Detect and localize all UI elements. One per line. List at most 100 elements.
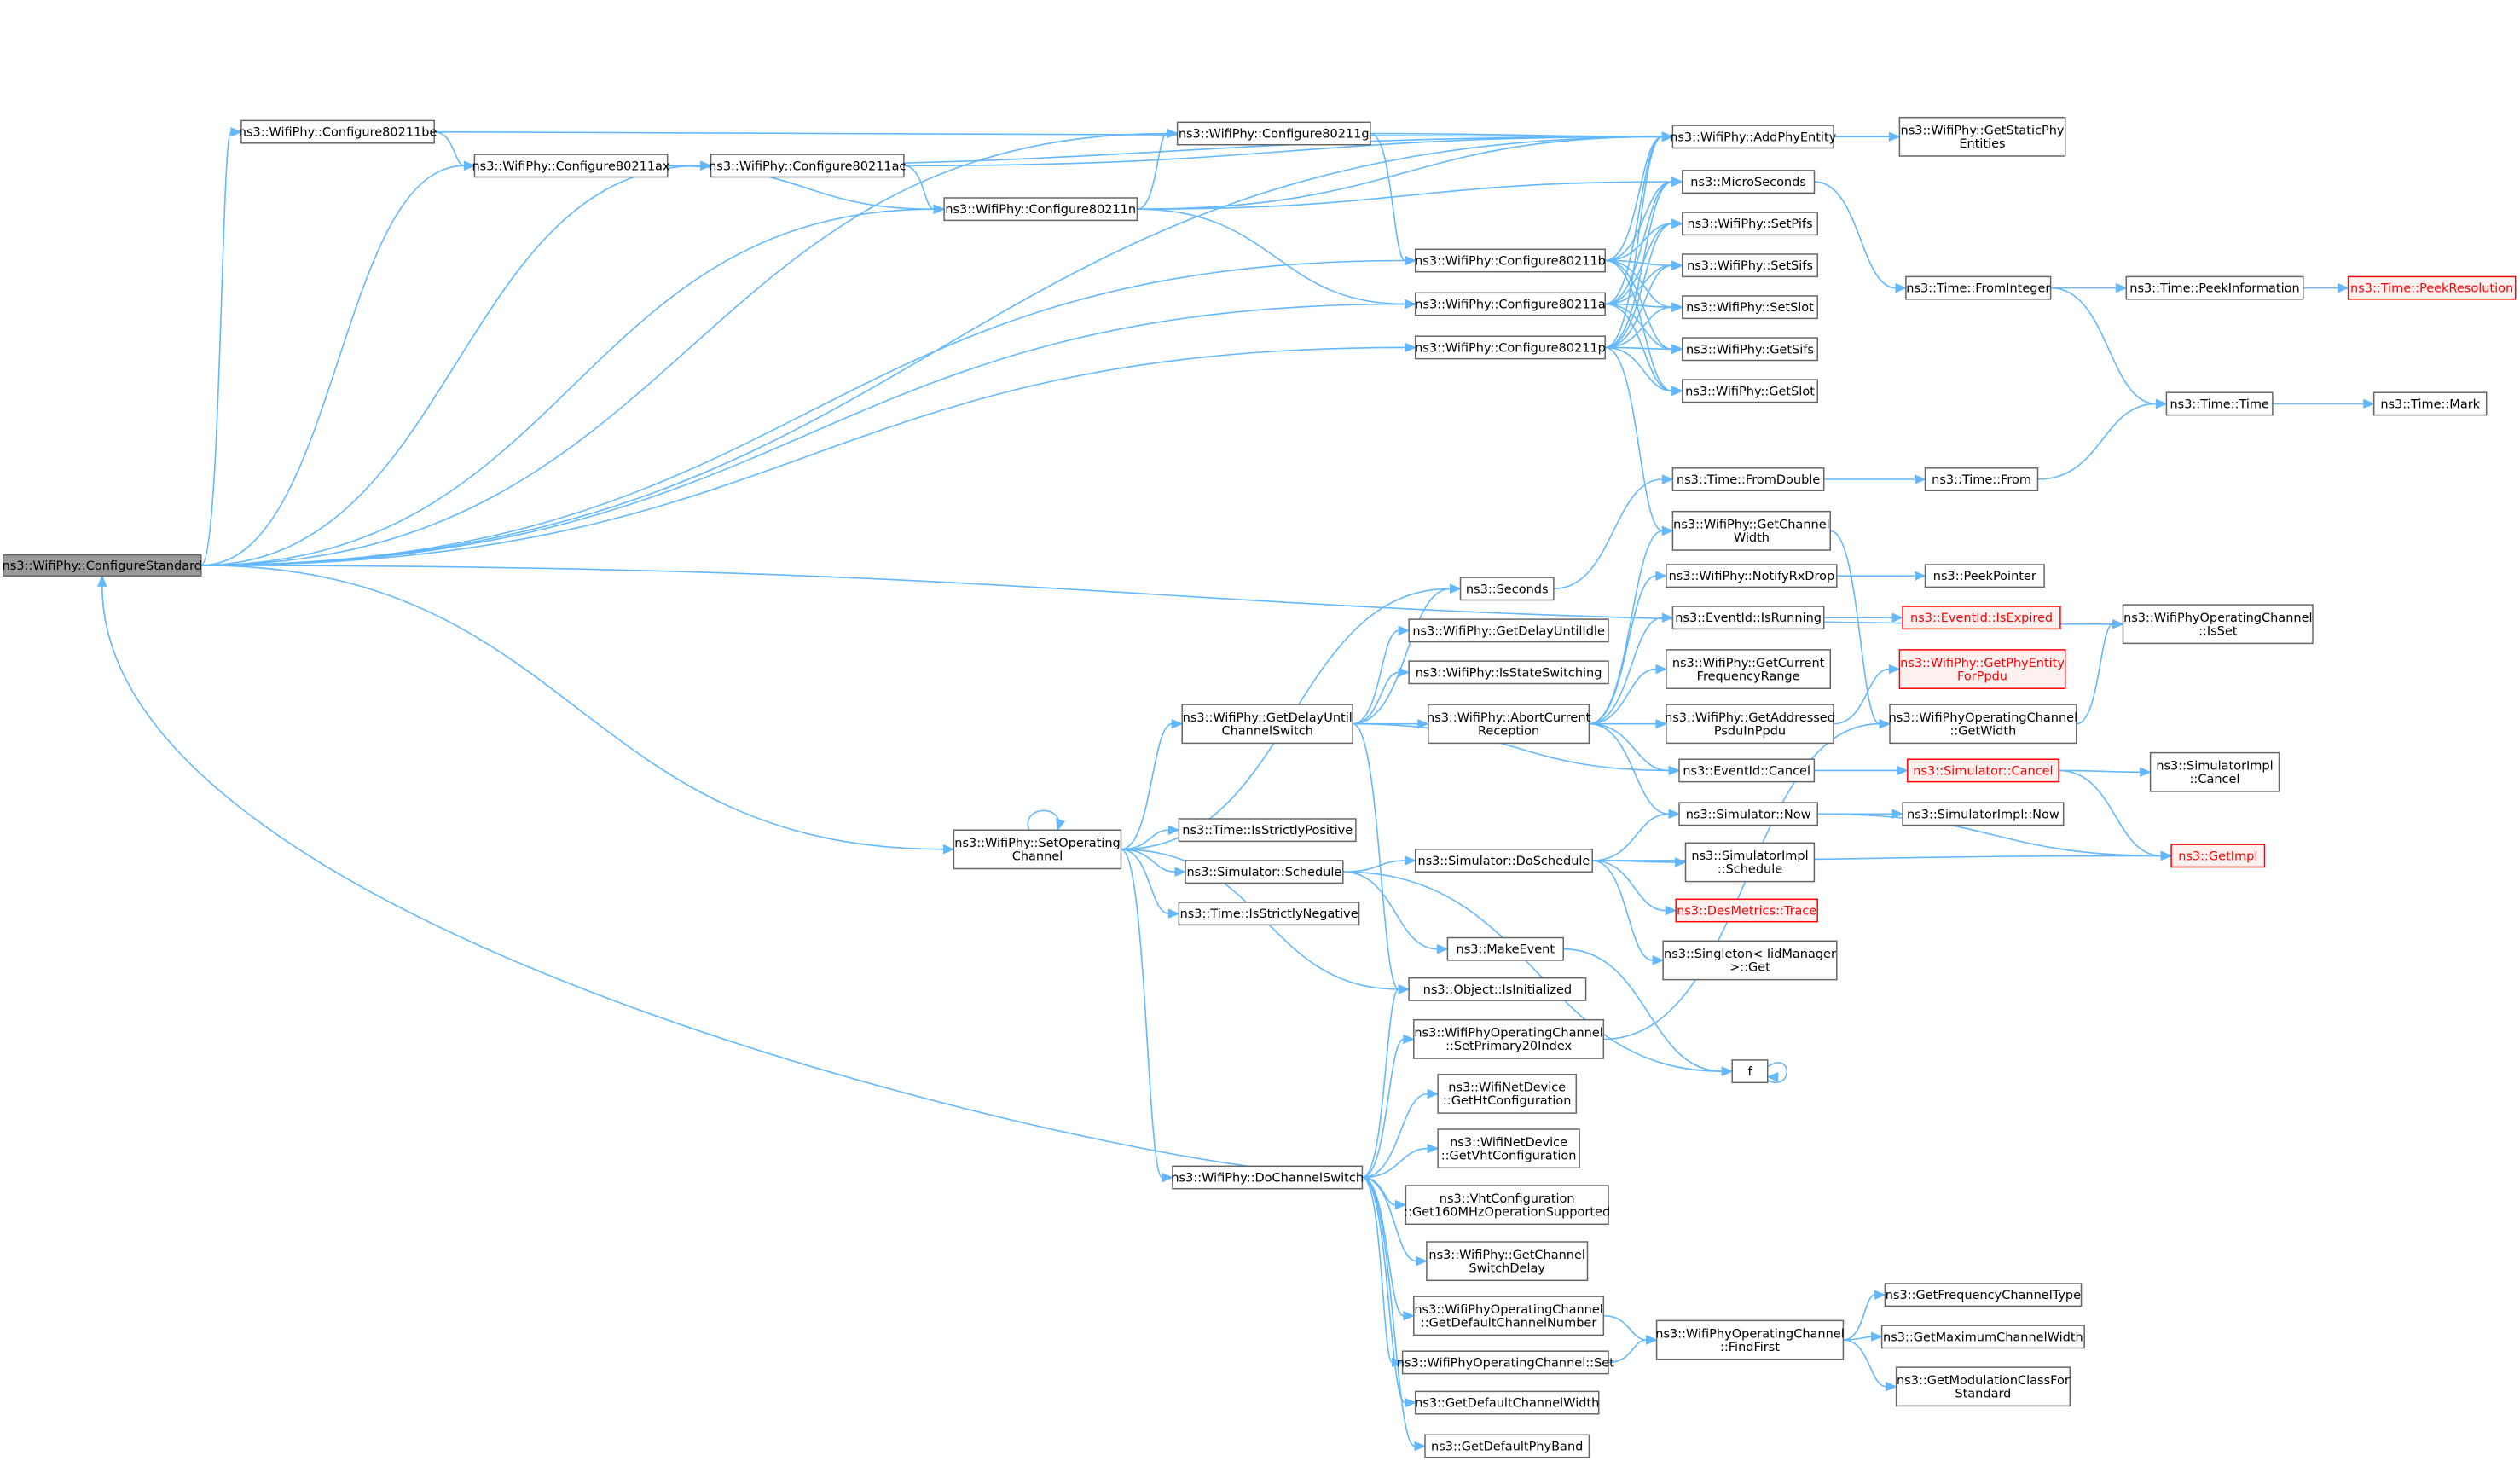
node-configure80211g[interactable]: ns3::WifiPhy::Configure80211g	[1176, 121, 1371, 146]
node-setpifs[interactable]: ns3::WifiPhy::SetPifs	[1682, 212, 1818, 236]
edge-configure80211p-to-getchannelwidth	[1605, 346, 1674, 536]
node-opchset[interactable]: ns3::WifiPhyOperatingChannel::Set	[1397, 1350, 1614, 1375]
node-timemark[interactable]: ns3::Time::Mark	[2372, 391, 2488, 416]
node-singletonget[interactable]: ns3::Singleton< IidManager>::Get	[1662, 940, 1838, 981]
node-box	[1414, 335, 1606, 360]
node-isinitialized[interactable]: ns3::Object::IsInitialized	[1408, 977, 1587, 1001]
node-getvhtconfiguration[interactable]: ns3::WifiNetDevice::GetVhtConfiguration	[1437, 1128, 1580, 1169]
edge-configure80211p-to-addphyentity	[1605, 131, 1674, 349]
node-isset[interactable]: ns3::WifiPhyOperatingChannel::IsSet	[2122, 604, 2314, 645]
node-setsifs[interactable]: ns3::WifiPhy::SetSifs	[1682, 253, 1818, 278]
node-gethtconfiguration[interactable]: ns3::WifiNetDevice::GetHtConfiguration	[1437, 1074, 1578, 1114]
node-label: ns3::Singleton< IidManager	[1664, 948, 1836, 961]
node-isstrictlynegative[interactable]: ns3::Time::IsStrictlyNegative	[1178, 902, 1360, 926]
node-box	[1437, 1128, 1580, 1169]
node-setslot[interactable]: ns3::WifiPhy::SetSlot	[1682, 295, 1818, 320]
node-configure80211p[interactable]: ns3::WifiPhy::Configure80211p	[1414, 335, 1606, 360]
node-getdelayuntilidle[interactable]: ns3::WifiPhy::GetDelayUntilIdle	[1408, 618, 1609, 643]
edge-frominteger-to-timetime	[2050, 287, 2168, 409]
node-box	[710, 154, 905, 178]
node-notifyrxdrop[interactable]: ns3::WifiPhy::NotifyRxDrop	[1666, 564, 1838, 588]
edge-configure80211n-to-configure80211a	[1137, 208, 1416, 310]
node-peekinformation[interactable]: ns3::Time::PeekInformation	[2125, 275, 2304, 300]
node-f[interactable]: f	[1731, 1059, 1769, 1084]
edge-dochannelswitch-to-getvhtconfiguration	[1362, 1143, 1440, 1179]
node-getsifs[interactable]: ns3::WifiPhy::GetSifs	[1682, 337, 1818, 362]
node-frominteger[interactable]: ns3::Time::FromInteger	[1905, 275, 2052, 300]
edge-configurestandard-to-configure80211n	[200, 204, 946, 566]
node-fromdouble[interactable]: ns3::Time::FromDouble	[1671, 467, 1825, 491]
node-getfrequencychanneltype[interactable]: ns3::GetFrequencyChannelType	[1884, 1283, 2083, 1307]
node-getdefaultchannelwidth[interactable]: ns3::GetDefaultChannelWidth	[1414, 1390, 1600, 1415]
node-getimpl[interactable]: ns3::GetImpl	[2170, 844, 2266, 868]
node-box	[2125, 275, 2304, 300]
edge-abortcurrentreception-to-eventidcancel	[1589, 722, 1681, 776]
node-box	[2165, 391, 2274, 416]
node-configure80211ax[interactable]: ns3::WifiPhy::Configure80211ax	[472, 154, 670, 178]
node-label: ns3::SimulatorImpl::Now	[1907, 808, 2059, 821]
node-configure80211n[interactable]: ns3::WifiPhy::Configure80211n	[943, 197, 1138, 222]
node-addphyentity[interactable]: ns3::WifiPhy::AddPhyEntity	[1670, 125, 1837, 149]
node-getslot[interactable]: ns3::WifiPhy::GetSlot	[1682, 379, 1818, 403]
node-setprimary20index[interactable]: ns3::WifiPhyOperatingChannel::SetPrimary…	[1413, 1018, 1605, 1059]
node-label: ns3::WifiPhy::NotifyRxDrop	[1669, 570, 1835, 583]
node-getdefaultchannelnumber[interactable]: ns3::WifiPhyOperatingChannel::GetDefault…	[1413, 1296, 1605, 1336]
node-seconds[interactable]: ns3::Seconds	[1459, 577, 1555, 601]
node-getdefaultphyband[interactable]: ns3::GetDefaultPhyBand	[1424, 1434, 1590, 1458]
edge-getdelayuntilchannelswitch-to-getdelayuntilidle	[1352, 625, 1411, 725]
node-box	[1176, 121, 1371, 146]
node-box	[943, 197, 1138, 222]
node-label: ns3::WifiPhy::GetPhyEntity	[1900, 657, 2065, 670]
node-timefrom[interactable]: ns3::Time::From	[1924, 467, 2039, 491]
node-simulatorschedule[interactable]: ns3::Simulator::Schedule	[1185, 860, 1344, 884]
node-label: ::FindFirst	[1720, 1341, 1780, 1354]
node-simulatorcancel[interactable]: ns3::Simulator::Cancel	[1907, 758, 2059, 783]
node-microseconds[interactable]: ns3::MicroSeconds	[1682, 170, 1816, 194]
node-simulatornow[interactable]: ns3::Simulator::Now	[1678, 802, 1818, 826]
node-simulatorimplcancel[interactable]: ns3::SimulatorImpl::Cancel	[2149, 751, 2280, 792]
node-isstateswitching[interactable]: ns3::WifiPhy::IsStateSwitching	[1408, 660, 1609, 685]
node-isrunning[interactable]: ns3::EventId::IsRunning	[1671, 606, 1825, 630]
node-label: ns3::EventId::Cancel	[1683, 764, 1810, 778]
node-box	[473, 154, 669, 178]
node-peekpointer[interactable]: ns3::PeekPointer	[1924, 564, 2045, 588]
node-configure80211be[interactable]: ns3::WifiPhy::Configure80211be	[239, 119, 437, 144]
node-makeevent[interactable]: ns3::MakeEvent	[1446, 936, 1564, 961]
node-label: ns3::WifiPhy::IsStateSwitching	[1416, 666, 1602, 680]
node-doschedule[interactable]: ns3::Simulator::DoSchedule	[1414, 849, 1593, 873]
node-box	[1678, 802, 1818, 826]
node-eventidcancel[interactable]: ns3::EventId::Cancel	[1678, 758, 1816, 783]
node-isexpired[interactable]: ns3::EventId::IsExpired	[1902, 606, 2061, 630]
node-simulatorimplnow[interactable]: ns3::SimulatorImpl::Now	[1902, 802, 2065, 826]
node-dochannelswitch[interactable]: ns3::WifiPhy::DoChannelSwitch	[1171, 1165, 1364, 1190]
edge-configurestandard-to-configure80211a	[200, 299, 1416, 566]
node-label: ns3::Object::IsInitialized	[1423, 983, 1572, 997]
node-peekresolution[interactable]: ns3::Time::PeekResolution	[2347, 275, 2517, 300]
node-opchgetwidth[interactable]: ns3::WifiPhyOperatingChannel::GetWidth	[1889, 704, 2077, 745]
node-configure80211a[interactable]: ns3::WifiPhy::Configure80211a	[1414, 292, 1606, 316]
edge-configure80211p-to-setslot	[1605, 302, 1684, 349]
node-simulatorimplschedule[interactable]: ns3::SimulatorImpl::Schedule	[1684, 842, 1816, 883]
node-box	[1666, 704, 1834, 745]
edge-doschedule-to-desmetricstrace	[1592, 860, 1677, 916]
node-getmaximumchannelwidth[interactable]: ns3::GetMaximumChannelWidth	[1880, 1325, 2085, 1349]
node-timetime[interactable]: ns3::Time::Time	[2165, 391, 2274, 416]
node-configure80211b[interactable]: ns3::WifiPhy::Configure80211b	[1414, 248, 1606, 273]
edge-dochannelswitch-to-getdefaultchannelwidth	[1362, 1176, 1416, 1408]
node-isstrictlypositive[interactable]: ns3::Time::IsStrictlyPositive	[1178, 818, 1357, 843]
node-desmetricstrace[interactable]: ns3::DesMetrics::Trace	[1675, 898, 1818, 923]
node-configure80211ac[interactable]: ns3::WifiPhy::Configure80211ac	[709, 154, 907, 178]
node-get160mhz[interactable]: ns3::VhtConfiguration::Get160MHzOperatio…	[1404, 1185, 1610, 1226]
node-findfirst[interactable]: ns3::WifiPhyOperatingChannel::FindFirst	[1655, 1319, 1845, 1360]
node-configurestandard[interactable]: ns3::WifiPhy::ConfigureStandard	[3, 554, 202, 577]
